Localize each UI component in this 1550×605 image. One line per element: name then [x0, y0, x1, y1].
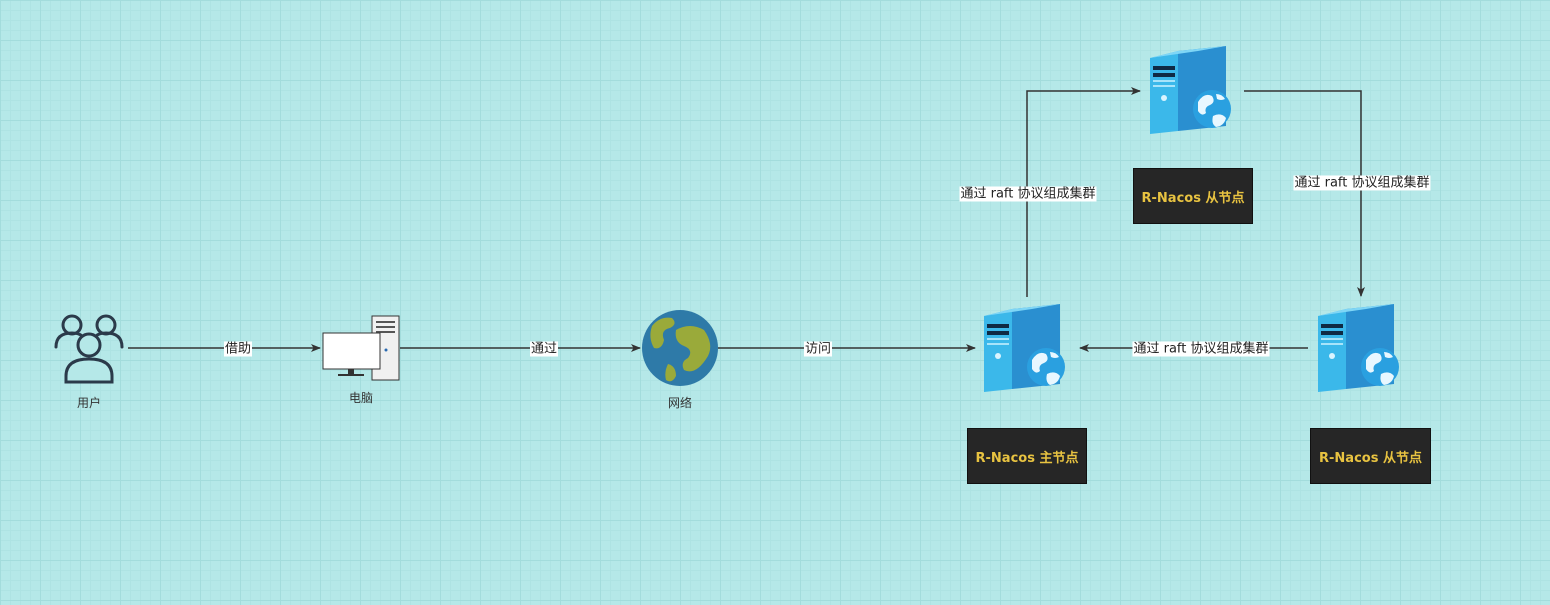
edge-label-master-top: 通过 raft 协议组成集群	[959, 186, 1097, 202]
follower-node-box-right: R-Nacos 从节点	[1310, 428, 1431, 484]
users-icon	[54, 314, 124, 384]
edge-label-user-computer: 借助	[223, 341, 253, 357]
user-label: 用户	[76, 396, 102, 410]
edge-label-right-master: 通过 raft 协议组成集群	[1132, 341, 1270, 357]
computer-label: 电脑	[348, 391, 374, 405]
desktop-computer-icon	[322, 315, 400, 381]
server-icon	[1150, 46, 1231, 134]
server-icon	[984, 304, 1065, 392]
edge-top-right	[1244, 90, 1365, 297]
edge-label-top-right: 通过 raft 协议组成集群	[1293, 175, 1431, 191]
edge-master-top	[1026, 87, 1141, 297]
edge-label-network-master: 访问	[803, 341, 833, 357]
network-label: 网络	[667, 396, 693, 410]
server-icon	[1318, 304, 1399, 392]
follower-node-box-top: R-Nacos 从节点	[1133, 168, 1253, 224]
globe-icon	[642, 310, 718, 386]
edge-label-computer-network: 通过	[529, 341, 559, 357]
master-node-box: R-Nacos 主节点	[967, 428, 1087, 484]
